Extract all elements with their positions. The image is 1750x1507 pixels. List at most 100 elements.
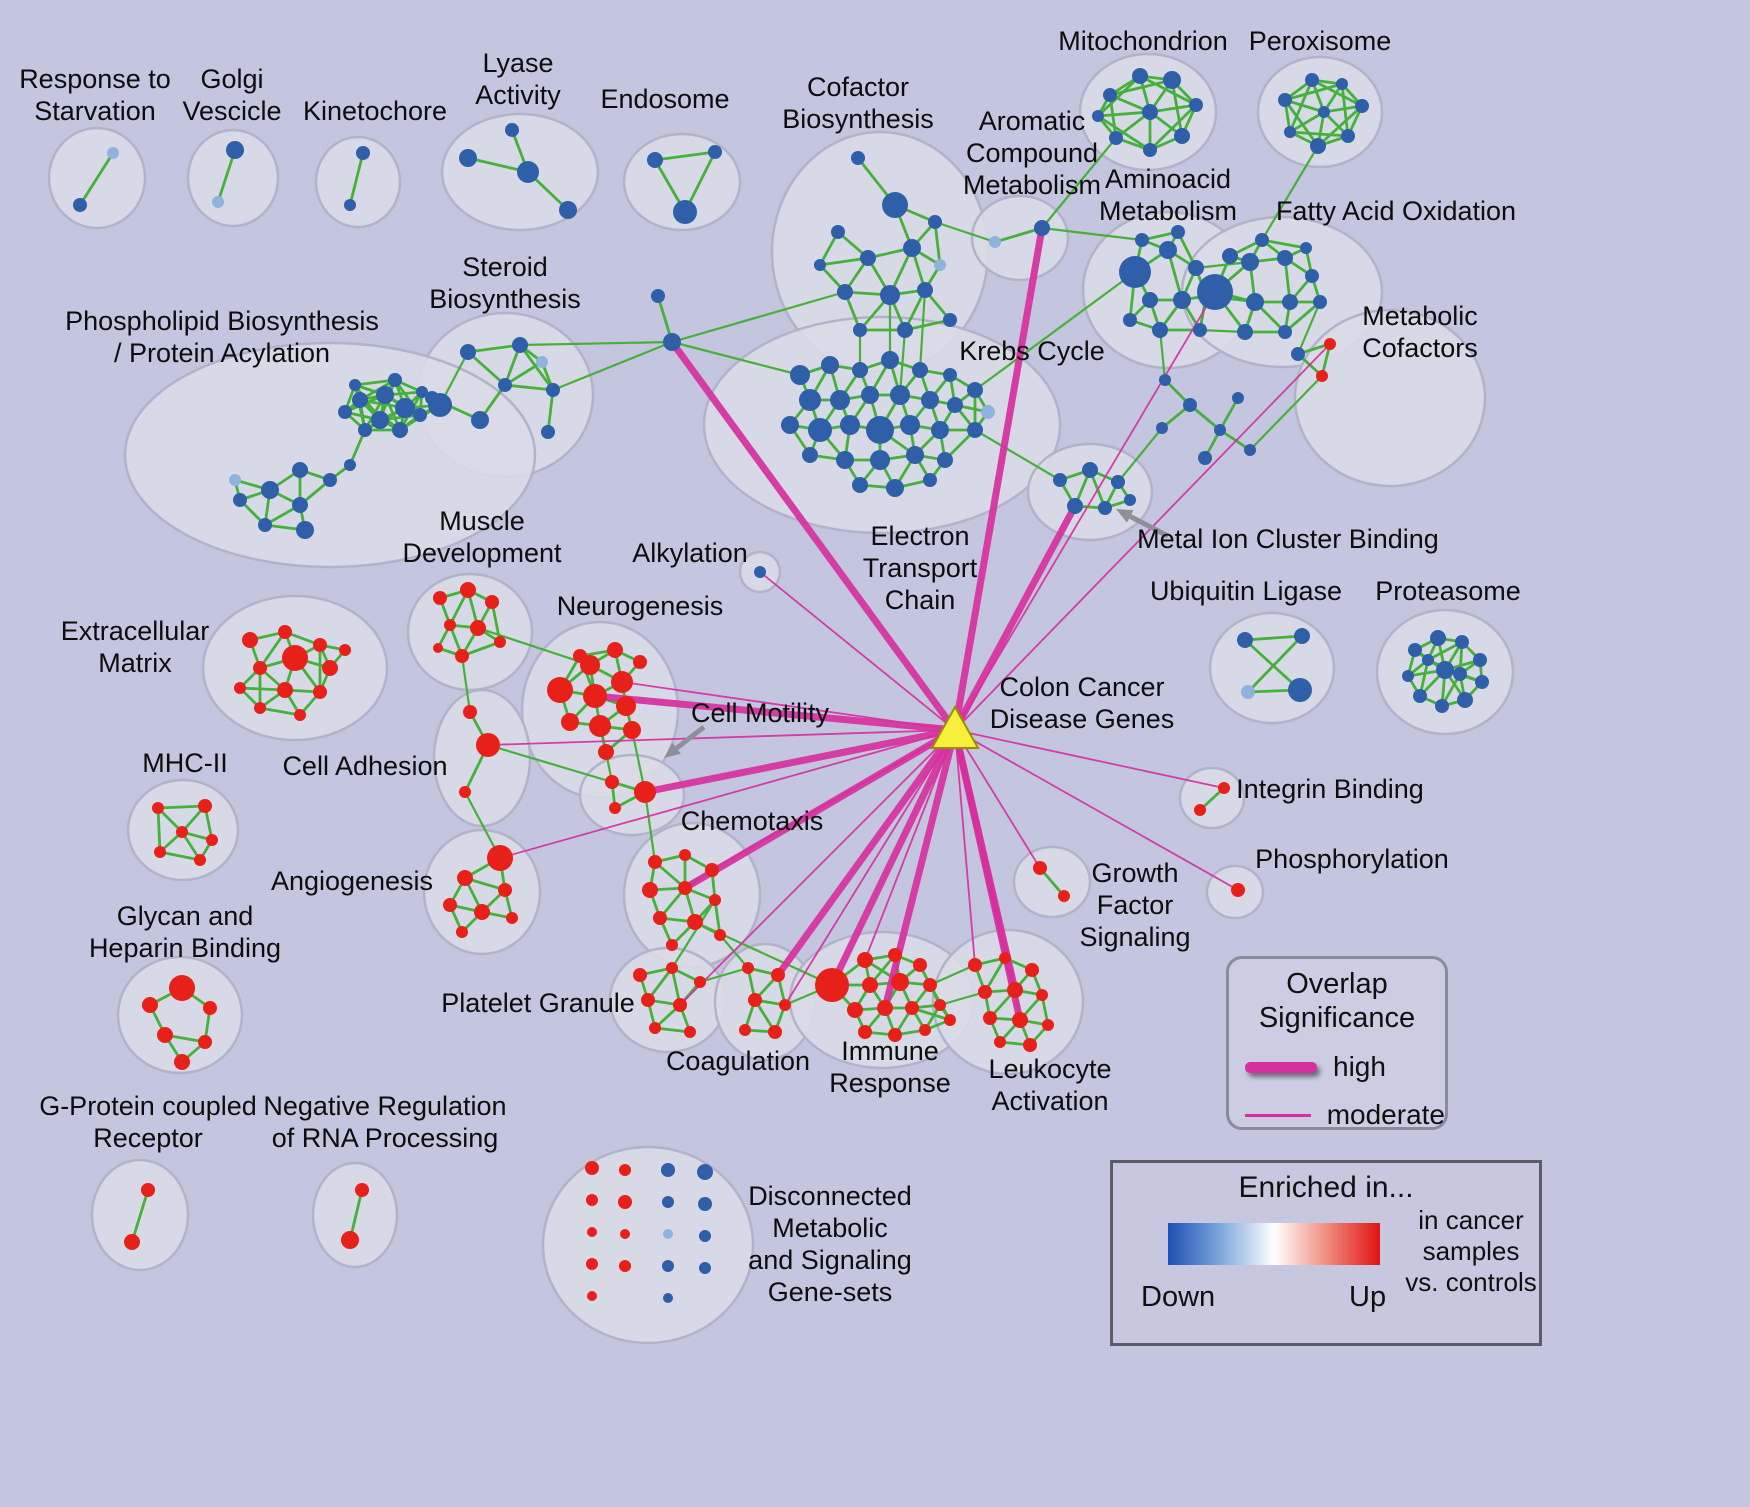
gene-set-node-blue — [1237, 632, 1253, 648]
gene-set-node-red — [653, 911, 667, 925]
overlap-edge-moderate — [954, 729, 976, 966]
cluster-label-neurogenesis: Neurogenesis — [557, 591, 724, 621]
gene-set-node-blue — [296, 521, 314, 539]
gene-set-node-blue — [754, 566, 766, 578]
overlap-edge-high — [951, 729, 1024, 1021]
gene-set-node-blue — [1197, 274, 1233, 310]
gene-set-node-red — [278, 625, 292, 639]
inter-cluster-edge — [918, 289, 927, 371]
gene-set-node-red — [739, 1024, 751, 1036]
gene-set-node-blue — [559, 201, 577, 219]
gene-set-edge — [467, 343, 521, 354]
gene-set-node-red — [1042, 1019, 1054, 1031]
gene-set-node-red — [619, 1164, 631, 1176]
gene-set-node-red — [983, 1011, 997, 1025]
overlap-edge-high — [644, 726, 956, 796]
gene-set-node-red — [282, 645, 308, 671]
inter-cluster-edge — [1261, 145, 1319, 241]
overlap-edge-moderate — [954, 729, 1041, 869]
gene-set-node-blue — [906, 446, 924, 464]
gene-set-edge — [393, 379, 422, 416]
cluster-label-mitochondrion: Mitochondrion — [1058, 26, 1228, 56]
gene-set-node-red — [815, 968, 849, 1002]
inter-cluster-edge — [671, 340, 801, 377]
gene-set-node-blue — [1278, 325, 1292, 339]
gene-set-node-blue — [647, 152, 663, 168]
gene-set-node-blue — [356, 146, 370, 160]
gene-set-node-red — [620, 1229, 630, 1239]
pointer-arrow-line — [675, 725, 706, 751]
cluster-metabolic-cofactors-bubble — [1293, 308, 1487, 488]
gene-set-node-blue — [947, 397, 963, 413]
gene-set-edge — [1097, 74, 1141, 118]
cluster-disconnected-bubble — [541, 1145, 755, 1345]
gene-set-node-blue — [1237, 324, 1253, 340]
gene-set-edge — [259, 706, 301, 717]
gene-set-node-blue — [1291, 347, 1305, 361]
gene-set-node-red — [888, 1028, 902, 1042]
gene-set-node-red — [476, 733, 500, 757]
gene-set-node-red — [687, 914, 703, 930]
gene-set-node-red — [1007, 982, 1023, 998]
gene-set-node-blue — [1310, 138, 1326, 154]
gene-set-node-red — [1023, 1038, 1037, 1052]
gene-set-node-blue — [699, 1230, 711, 1242]
gene-set-node-red — [585, 1161, 599, 1175]
gene-set-edge — [467, 350, 506, 387]
inter-cluster-edge — [929, 963, 976, 987]
gene-set-node-blue — [1173, 291, 1191, 309]
gene-set-node-blue — [1246, 293, 1264, 311]
gene-set-node-lightblue — [934, 259, 946, 271]
inter-cluster-edge — [1041, 226, 1143, 242]
gene-set-node-blue — [73, 198, 87, 212]
gene-set-node-red — [862, 977, 878, 993]
overlap-edge-moderate — [621, 681, 956, 731]
gene-set-node-blue — [233, 493, 247, 507]
gene-set-node-red — [999, 952, 1011, 964]
gene-set-node-red — [633, 655, 647, 669]
gene-set-node-blue — [1430, 630, 1446, 646]
layer-arrows — [664, 509, 1170, 758]
layer-links — [439, 137, 1323, 1007]
gene-set-node-blue — [323, 473, 337, 487]
gene-set-node-red — [487, 845, 513, 871]
legend-overlap-significance: Overlap Significance high moderate — [1226, 956, 1448, 1130]
gene-set-node-blue — [853, 323, 867, 337]
gene-set-node-blue — [903, 239, 921, 257]
gene-set-node-blue — [546, 383, 560, 397]
gene-set-node-blue — [860, 250, 876, 266]
gene-set-node-blue — [831, 225, 845, 239]
inter-cluster-edge — [699, 966, 749, 984]
gene-set-node-red — [944, 1014, 956, 1026]
gene-set-node-red — [1218, 782, 1230, 794]
gene-set-edge — [1284, 300, 1321, 334]
high-significance-swatch — [1245, 1061, 1317, 1073]
gene-set-node-red — [152, 802, 164, 814]
gene-set-node-red — [444, 619, 456, 631]
gene-set-node-red — [498, 883, 512, 897]
gene-set-node-blue — [1159, 374, 1171, 386]
cluster-label-platelet-granule: Platelet Granule — [441, 988, 635, 1018]
gene-set-node-red — [694, 976, 706, 988]
gene-set-node-blue — [814, 259, 826, 271]
gene-set-node-red — [561, 713, 579, 731]
gene-set-node-blue — [471, 411, 489, 429]
inter-cluster-edge — [974, 429, 1061, 481]
gene-set-node-blue — [1473, 653, 1487, 667]
gene-set-node-blue — [344, 459, 356, 471]
overlap-edge-high — [594, 692, 956, 734]
gene-set-node-red — [858, 1025, 872, 1039]
gene-set-node-blue — [261, 481, 279, 499]
gene-set-node-red — [157, 1027, 173, 1043]
gene-set-node-blue — [352, 392, 368, 408]
gene-set-node-blue — [292, 462, 308, 478]
